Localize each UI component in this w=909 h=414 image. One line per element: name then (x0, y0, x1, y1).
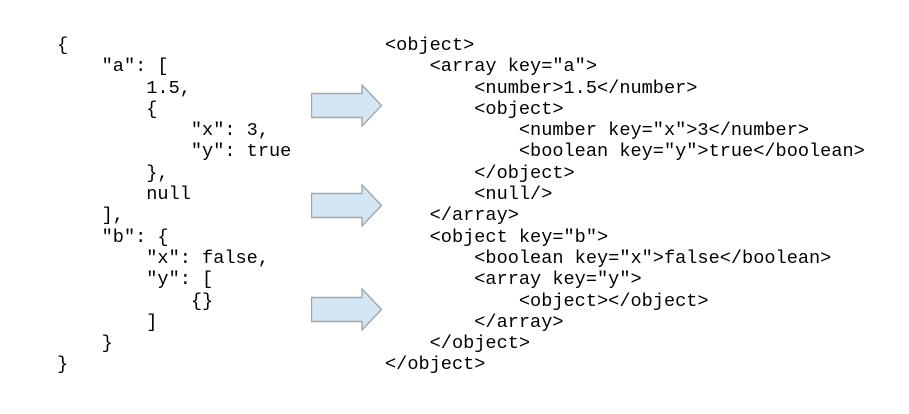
right-arrow-shape (311, 288, 383, 331)
right-arrow-shape (311, 184, 383, 227)
right-arrow-shape (311, 84, 383, 127)
json-source-code: { "a": [ 1.5, { "x": 3, "y": true }, nul… (57, 35, 292, 376)
xml-output-code: <object> <array key="a"> <number>1.5</nu… (385, 35, 865, 376)
right-arrow-icon (311, 184, 383, 227)
right-arrow-icon (311, 84, 383, 127)
right-arrow-icon (311, 288, 383, 331)
